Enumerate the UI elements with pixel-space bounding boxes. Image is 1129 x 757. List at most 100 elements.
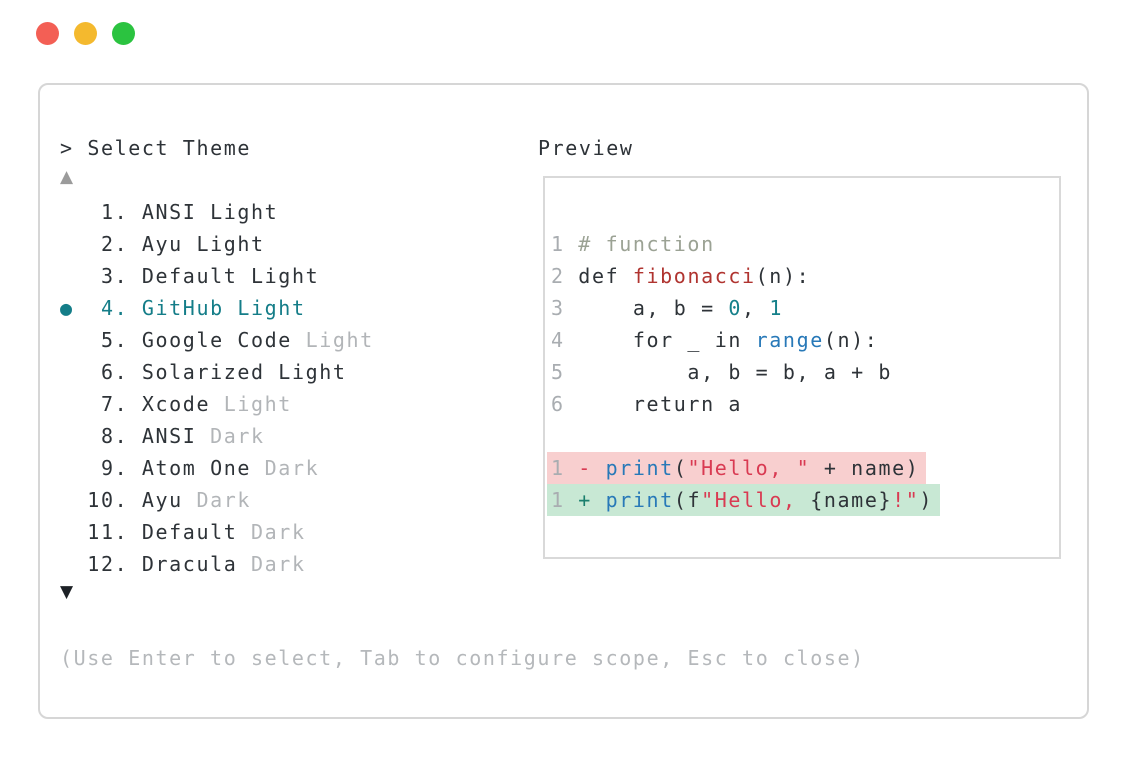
token-plain: ( xyxy=(673,456,688,480)
theme-variant: Dark xyxy=(264,456,320,480)
code-line: 2 def fibonacci(n): xyxy=(551,260,940,292)
token-str: "Hello, " xyxy=(687,456,811,480)
line-number: 5 xyxy=(551,360,579,384)
theme-option-dracula-dark[interactable]: 12. Dracula Dark xyxy=(60,548,374,580)
theme-option-ansi-light[interactable]: 1. ANSI Light xyxy=(60,196,374,228)
bullet-spacer xyxy=(60,520,87,544)
page-title: Select Theme xyxy=(87,136,252,160)
prompt-line: > Select Theme xyxy=(60,132,251,164)
theme-name: Xcode xyxy=(141,392,224,416)
code-line-content: 6 return a xyxy=(547,388,749,420)
token-num: 1 xyxy=(769,296,783,320)
theme-variant: Light xyxy=(305,328,374,352)
code-line-content: 1 # function xyxy=(547,228,722,260)
theme-option-default-light[interactable]: 3. Default Light xyxy=(60,260,374,292)
token-plus: + xyxy=(578,488,606,512)
minimize-button[interactable] xyxy=(74,22,97,45)
token-plain: (n): xyxy=(823,328,879,352)
code-line-content: 1 - print("Hello, " + name) xyxy=(547,452,927,484)
theme-option-atom-one-dark[interactable]: 9. Atom One Dark xyxy=(60,452,374,484)
token-num: 0 xyxy=(728,296,743,320)
theme-variant: Dark xyxy=(251,552,306,576)
token-plain: , xyxy=(742,296,770,320)
line-number: 1 xyxy=(551,232,579,256)
token-func: fibonacci xyxy=(632,264,756,288)
line-number: 1 xyxy=(551,488,579,512)
bullet-spacer xyxy=(60,360,87,384)
token-plain: (n): xyxy=(755,264,811,288)
theme-number: 12. xyxy=(87,552,142,576)
prompt-caret-icon: > xyxy=(60,136,74,160)
diff-line-removed: 1 - print("Hello, " + name) xyxy=(547,452,940,484)
bullet-spacer xyxy=(60,264,87,288)
theme-option-default-dark[interactable]: 11. Default Dark xyxy=(60,516,374,548)
theme-variant: Dark xyxy=(251,520,306,544)
scroll-up-icon[interactable]: ▲ xyxy=(60,167,74,187)
token-blue: print xyxy=(605,456,674,480)
window-controls xyxy=(36,22,135,45)
code-line: 3 a, b = 0, 1 xyxy=(551,292,940,324)
line-number: 3 xyxy=(551,296,579,320)
token-plain: ) xyxy=(919,488,934,512)
token-plain: + name) xyxy=(810,456,920,480)
theme-variant: Dark xyxy=(210,424,265,448)
token-plain: a, b = b, a + b xyxy=(578,360,893,384)
theme-name: Default xyxy=(141,520,252,544)
theme-name: Atom One xyxy=(141,456,265,480)
token-plain: def xyxy=(578,264,633,288)
theme-name: Default xyxy=(141,264,252,288)
bullet-spacer xyxy=(60,392,87,416)
close-button[interactable] xyxy=(36,22,59,45)
bullet-spacer xyxy=(60,456,87,480)
theme-number: 11. xyxy=(87,520,142,544)
theme-number: 1. xyxy=(87,200,142,224)
theme-number: 7. xyxy=(87,392,142,416)
selected-bullet-icon: ● xyxy=(60,296,88,320)
theme-option-ayu-dark[interactable]: 10. Ayu Dark xyxy=(60,484,374,516)
theme-name: ANSI xyxy=(141,424,211,448)
scroll-down-icon[interactable]: ▼ xyxy=(60,582,74,602)
theme-picker-panel: > Select Theme ▲ 1. ANSI Light 2. Ayu Li… xyxy=(38,83,1089,719)
theme-name: Google Code xyxy=(141,328,306,352)
token-plain: (f xyxy=(673,488,702,512)
token-str: "Hello, xyxy=(701,488,811,512)
code-line-content: 3 a, b = 0, 1 xyxy=(547,292,790,324)
theme-number: 6. xyxy=(87,360,142,384)
token-plain: return a xyxy=(578,392,742,416)
bullet-spacer xyxy=(60,488,87,512)
theme-option-ansi-dark[interactable]: 8. ANSI Dark xyxy=(60,420,374,452)
code-line-content: 2 def fibonacci(n): xyxy=(547,260,817,292)
zoom-button[interactable] xyxy=(112,22,135,45)
token-plain: {name} xyxy=(810,488,893,512)
theme-option-github-light[interactable]: ● 4. GitHub Light xyxy=(60,292,374,324)
code-line-content: 5 a, b = b, a + b xyxy=(547,356,899,388)
preview-label: Preview xyxy=(538,136,634,160)
bullet-spacer xyxy=(60,232,87,256)
theme-list: 1. ANSI Light 2. Ayu Light 3. Default Li… xyxy=(60,196,374,580)
theme-variant: Light xyxy=(251,264,320,288)
bullet-spacer xyxy=(60,200,87,224)
theme-option-ayu-light[interactable]: 2. Ayu Light xyxy=(60,228,374,260)
code-line: 1 # function xyxy=(551,228,940,260)
theme-name: Ayu xyxy=(141,488,197,512)
theme-option-google-code-light[interactable]: 5. Google Code Light xyxy=(60,324,374,356)
code-line-content: 4 for _ in range(n): xyxy=(547,324,885,356)
theme-variant: Light xyxy=(196,232,265,256)
code-line: 6 return a xyxy=(551,388,940,420)
theme-name: ANSI xyxy=(141,200,211,224)
theme-name: GitHub xyxy=(141,296,238,320)
theme-number: 2. xyxy=(87,232,142,256)
theme-number: 4. xyxy=(87,296,142,320)
theme-number: 8. xyxy=(87,424,142,448)
theme-option-solarized-light[interactable]: 6. Solarized Light xyxy=(60,356,374,388)
line-number: 6 xyxy=(551,392,579,416)
token-blue: print xyxy=(605,488,674,512)
theme-variant: Dark xyxy=(196,488,252,512)
code-line: 4 for _ in range(n): xyxy=(551,324,940,356)
line-number: 2 xyxy=(551,264,579,288)
theme-name: Solarized xyxy=(141,360,279,384)
theme-name: Dracula xyxy=(141,552,252,576)
theme-option-xcode-light[interactable]: 7. Xcode Light xyxy=(60,388,374,420)
